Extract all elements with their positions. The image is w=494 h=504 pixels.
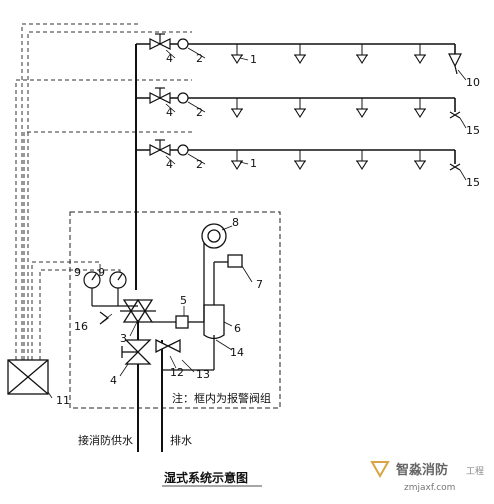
callout-labels: 1 1 2 2 2 3 4 4 4 4 5 6 7 8 9 9 10 11 12… [56, 52, 480, 407]
callout-9a: 9 [74, 266, 81, 279]
end-test-devices [448, 53, 462, 171]
callout-8: 8 [232, 216, 239, 229]
callout-2a: 2 [196, 52, 203, 65]
callout-4a: 4 [166, 52, 173, 65]
callout-2c: 2 [196, 158, 203, 171]
callout-6: 6 [234, 322, 241, 335]
sprinkler-heads [230, 44, 427, 170]
callout-4b: 4 [166, 106, 173, 119]
diagram-title: 湿式系统示意图 [164, 470, 248, 485]
fire-control-panel [7, 359, 49, 395]
callout-10: 10 [466, 76, 480, 89]
watermark-brand: 智淼消防 [396, 462, 448, 478]
leader-lines [47, 47, 467, 399]
callout-3: 3 [120, 332, 127, 345]
branch-lines [136, 43, 456, 164]
callout-16: 16 [74, 320, 88, 333]
drain-label: 排水 [170, 433, 192, 447]
callout-11: 11 [56, 394, 70, 407]
callout-7: 7 [256, 278, 263, 291]
callout-9b: 9 [98, 266, 105, 279]
callout-15a: 15 [466, 124, 480, 137]
callout-1a: 1 [250, 53, 257, 66]
callout-14: 14 [230, 346, 244, 359]
supply-label: 接消防供水 [78, 433, 133, 447]
watermark-suffix: 工程 [466, 466, 484, 477]
callout-13: 13 [196, 368, 210, 381]
brand-logo-icon [370, 461, 390, 479]
alarm-valve-group-box [69, 211, 281, 409]
branch-valves [149, 33, 189, 156]
note-label: 注：框内为报警阀组 [172, 391, 271, 405]
callout-12: 12 [170, 366, 184, 379]
callout-4d: 4 [110, 374, 117, 387]
pressure-gauges [83, 271, 138, 325]
callout-15b: 15 [466, 176, 480, 189]
callout-5: 5 [180, 294, 187, 307]
watermark: 智淼消防 工程 zmjaxf.com [370, 461, 484, 493]
callout-1b: 1 [250, 157, 257, 170]
callout-4c: 4 [166, 158, 173, 171]
callout-2b: 2 [196, 106, 203, 119]
alarm-valve-assembly [120, 298, 181, 365]
alarm-devices [152, 223, 243, 371]
signal-lines [15, 23, 192, 360]
watermark-url: zmjaxf.com [404, 483, 455, 493]
main-riser [135, 44, 163, 452]
